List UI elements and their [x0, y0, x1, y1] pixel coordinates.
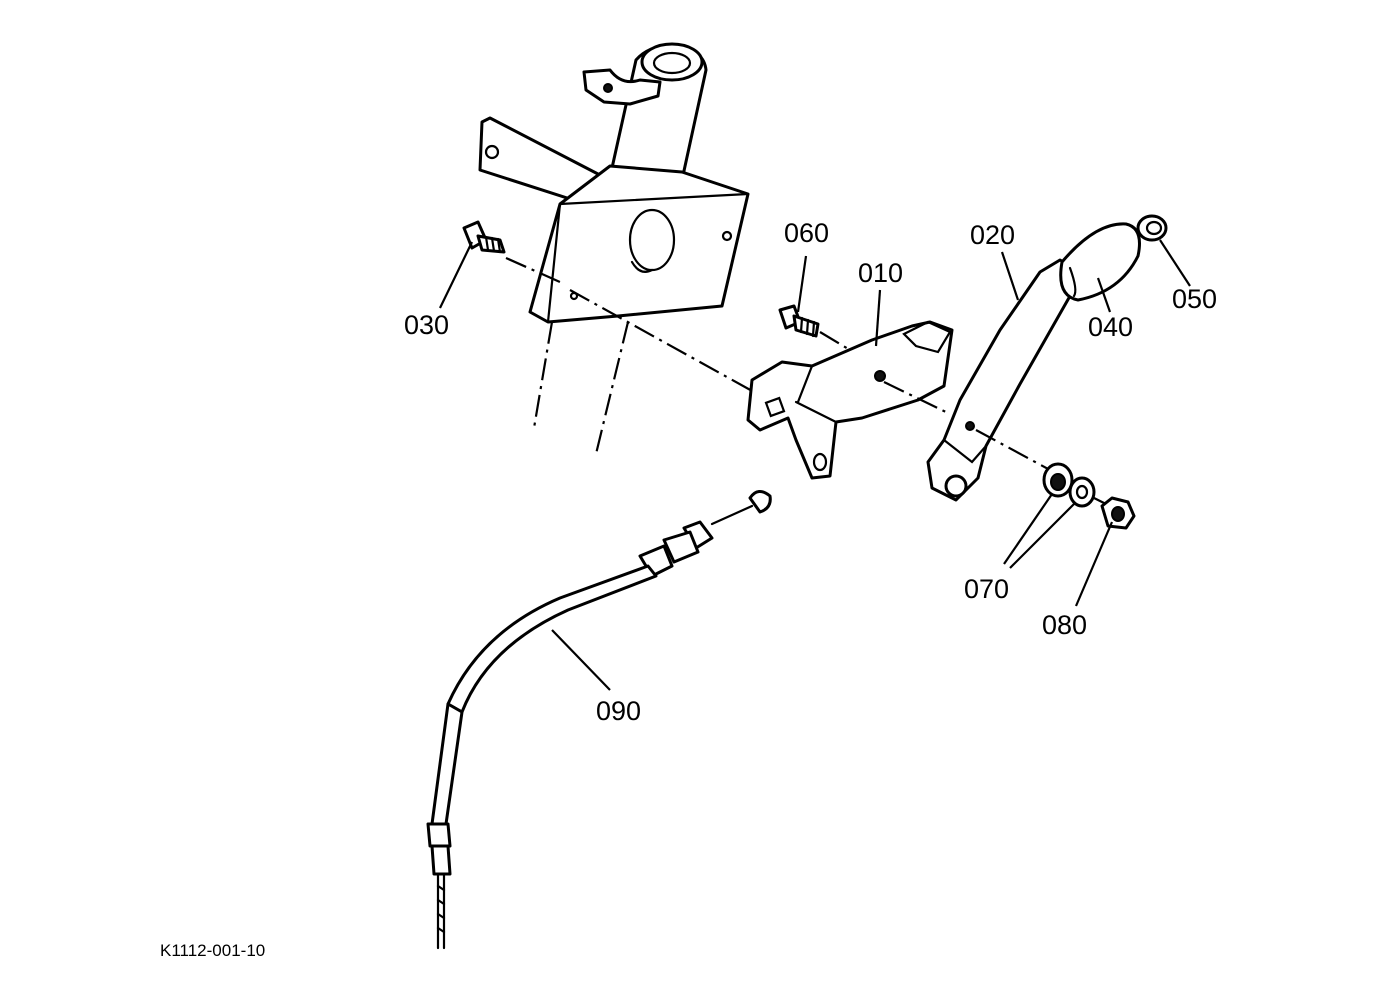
- leader-070-b: [1009, 503, 1075, 569]
- label-080: 080: [1042, 610, 1087, 640]
- label-060: 060: [784, 218, 829, 248]
- leader-090: [551, 629, 611, 691]
- bracket-010: [569, 289, 954, 480]
- cap-050: [1136, 214, 1168, 242]
- grip-040: [1059, 222, 1141, 302]
- leader-010: [874, 289, 882, 347]
- figure-code: K1112-001-10: [160, 941, 265, 960]
- leader-030: [439, 241, 473, 309]
- leader-080: [1074, 521, 1114, 607]
- column-bracket: [478, 42, 750, 455]
- nut-080: [1100, 496, 1136, 530]
- washers-070: [1042, 462, 1107, 508]
- leader-060: [796, 255, 808, 313]
- label-070: 070: [964, 574, 1009, 604]
- leader-070-a: [1003, 493, 1053, 565]
- cable-090: [426, 490, 772, 950]
- label-010: 010: [858, 258, 903, 288]
- leader-040: [1096, 277, 1112, 313]
- lever-020: [926, 258, 1076, 502]
- label-090: 090: [596, 696, 641, 726]
- label-050: 050: [1172, 284, 1217, 314]
- label-030: 030: [404, 310, 449, 340]
- leader-050: [1159, 239, 1191, 287]
- bolt-030: [462, 220, 561, 284]
- label-020: 020: [970, 220, 1015, 250]
- leader-020: [1000, 251, 1020, 301]
- label-040: 040: [1088, 312, 1133, 342]
